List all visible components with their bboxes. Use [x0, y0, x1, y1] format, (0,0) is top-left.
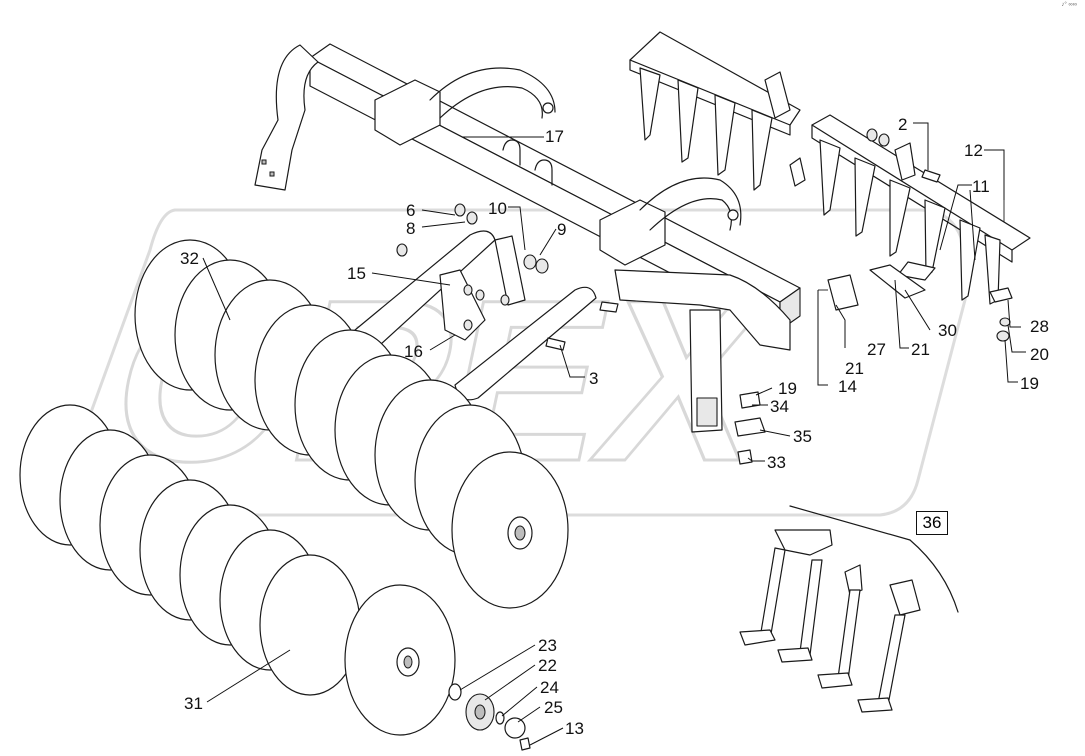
callout-10: 10 [488, 199, 507, 218]
callout-27: 27 [867, 340, 886, 359]
callout-35: 35 [793, 427, 812, 446]
linkage-arms [354, 203, 766, 465]
callout-31: 31 [184, 694, 203, 713]
callout-19a: 19 [778, 379, 797, 398]
callout-19b: 19 [1020, 374, 1039, 393]
leader-lines [202, 122, 1026, 746]
callout-3: 3 [589, 369, 599, 388]
tine-bar-lower [789, 114, 1031, 305]
callout-36: 36 [916, 511, 948, 535]
callout-15: 15 [347, 264, 366, 283]
corner-mark: ♪° ∞∞ [1061, 2, 1077, 8]
callout-13: 13 [565, 719, 584, 738]
main-frame [254, 43, 801, 433]
callout-8: 8 [406, 219, 416, 238]
callout-30: 30 [938, 321, 957, 340]
callout-28: 28 [1030, 317, 1049, 336]
hardware-top-right [818, 128, 1013, 342]
roller-upper [134, 239, 569, 609]
callout-20: 20 [1030, 345, 1049, 364]
callout-11: 11 [972, 177, 990, 196]
callout-24: 24 [540, 678, 559, 697]
roller-lower [19, 404, 456, 736]
bearing-parts [448, 683, 531, 751]
callout-6: 6 [406, 201, 416, 220]
callout-17: 17 [545, 127, 564, 146]
callout-21a: 21 [845, 359, 864, 378]
callout-9: 9 [557, 220, 567, 239]
callout-22: 22 [538, 656, 557, 675]
callout-32: 32 [180, 249, 199, 268]
callout-21b: 21 [911, 340, 930, 359]
callout-12: 12 [964, 141, 983, 160]
callout-2: 2 [898, 115, 908, 134]
tine-shank-set [739, 505, 959, 713]
tine-bar-upper [629, 31, 801, 191]
callout-14: 14 [838, 377, 857, 396]
callout-34: 34 [770, 397, 789, 416]
callout-25: 25 [544, 698, 563, 717]
callout-23: 23 [538, 636, 557, 655]
callout-33: 33 [767, 453, 786, 472]
callout-16: 16 [404, 342, 423, 361]
